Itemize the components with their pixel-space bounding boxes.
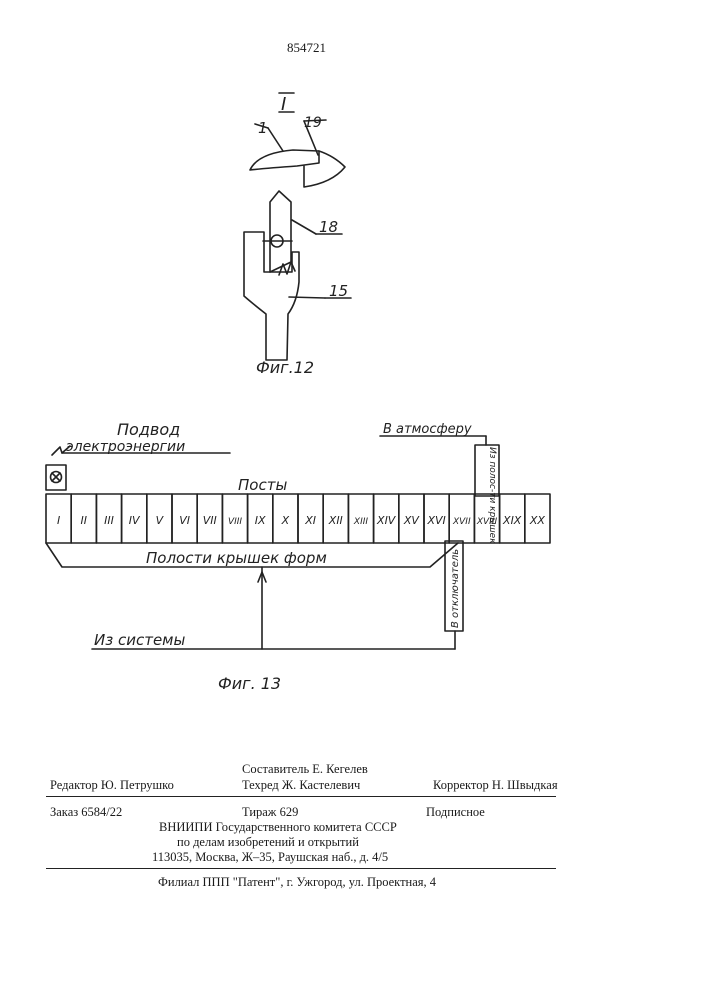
post-label-19: XIX [502,514,522,527]
post-label-6: VI [179,514,190,527]
fig13-power-label-2: электроэнергии [66,439,185,455]
fig13-cavities-label: Полости крышек форм [146,549,327,567]
imprint-org-2: по делам изобретений и открытий [177,836,359,849]
fig12-part-19 [304,151,345,187]
post-label-13: XIII [353,517,368,527]
post-label-2: II [81,514,88,527]
post-label-11: XI [304,514,316,527]
post-label-8: VIII [228,517,242,527]
fig13-vertical-top-text: Из полос-ти крышек [487,447,497,544]
fig13-posts-row [46,494,550,543]
post-label-14: XIV [376,514,397,527]
post-label-9: IX [255,514,266,527]
post-label-4: IV [129,514,141,527]
post-label-15: XV [403,514,421,527]
fig12-label-15: 15 [329,282,348,300]
imprint-editor: Редактор Ю. Петрушко [50,779,174,792]
fig12-part-18 [270,191,291,272]
fig13-posts-label: Посты [238,476,287,494]
post-label-20: XX [529,514,546,527]
fig13-caption: Фиг. 13 [218,674,281,693]
fig12-label-1: 1 [258,119,268,137]
fig12-part-1 [250,150,319,170]
imprint-techred: Техред Ж. Кастелевич [242,779,360,792]
imprint-corrector: Корректор Н. Швыдкая [433,779,558,792]
fig13-power-label-1: Подвод [117,420,180,439]
imprint-org-1: ВНИИПИ Государственного комитета СССР [159,821,397,834]
imprint-branch: Филиал ППП "Патент", г. Ужгород, ул. Про… [158,876,436,889]
imprint-compiler: Составитель Е. Кегелев [242,763,368,776]
fig13-vertical-bottom-text: В отключатель [450,549,461,628]
fig13-from-system-label: Из системы [94,631,185,649]
post-label-17: XVII [452,517,471,527]
imprint-order: Заказ 6584/22 [50,806,122,819]
fig12-label-19: 19 [304,115,322,131]
post-label-16: XVI [426,514,445,527]
post-label-1: I [57,514,60,527]
fig12-caption: Фиг.12 [256,358,314,377]
post-label-7: VII [203,514,217,527]
imprint-org-3: 113035, Москва, Ж–35, Раушская наб., д. … [152,851,388,864]
imprint-rule-1 [46,796,556,797]
post-label-12: XII [328,514,343,527]
imprint-subscription: Подписное [426,806,485,819]
post-label-10: X [281,514,290,527]
imprint-circulation: Тираж 629 [242,806,298,819]
imprint-rule-2 [46,868,556,869]
fig12-section-mark: I [281,94,286,115]
fig13-atmosphere-label: В атмосферу [383,422,472,437]
post-label-5: V [156,514,165,527]
fig13-drawing [46,436,550,649]
post-label-3: III [104,514,114,527]
fig12-label-18: 18 [319,218,338,236]
